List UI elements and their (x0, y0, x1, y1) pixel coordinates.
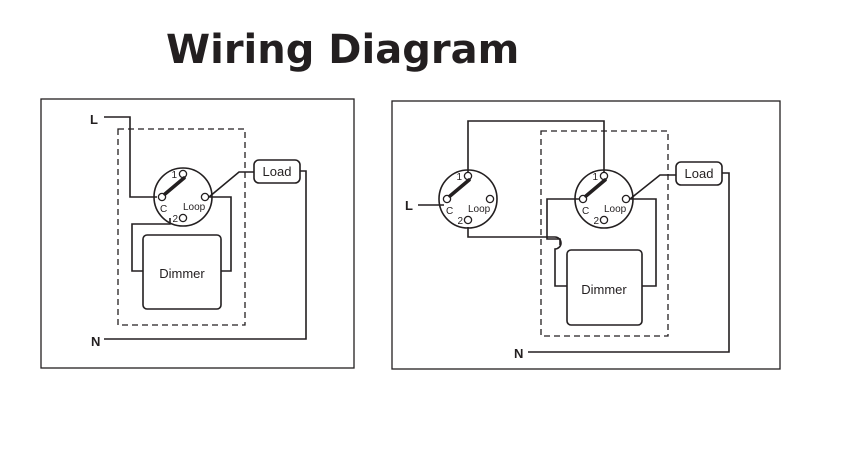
right-switch-a-terminal-2 (463, 215, 473, 225)
right-switch-b: 1 C Loop 2 (574, 169, 634, 229)
left-switch-box (117, 128, 246, 326)
left-line-wire (104, 116, 157, 198)
right-switch-a-label-loop: Loop (468, 204, 491, 215)
left-switch-label-2: 2 (172, 214, 178, 225)
right-switch-b-label-c: C (582, 206, 589, 217)
left-switch: 1 C Loop 2 (153, 167, 213, 227)
right-load-box (675, 161, 723, 186)
left-load-box (253, 159, 301, 184)
left-dimmer-feed-wire (131, 218, 171, 272)
page-title: Wiring Diagram (166, 27, 520, 73)
right-line-label: L (405, 198, 413, 213)
right-outer-frame (391, 100, 781, 370)
right-switch-b-terminal-loop (621, 194, 631, 204)
left-dimmer-loop-wire (209, 196, 232, 272)
right-load-label: Load (685, 166, 714, 181)
left-diagram: 1 C Loop 2 Load Dimmer L N (40, 98, 355, 369)
left-switch-label-c: C (160, 204, 167, 215)
right-dimmer-feed-wire (546, 198, 582, 245)
right-dimmer-loop-wire (630, 198, 657, 287)
right-load-feed-wire (629, 174, 676, 200)
left-line-label: L (90, 112, 98, 127)
right-strapper-top-wire (467, 120, 605, 175)
left-neutral-label: N (91, 334, 100, 349)
right-diagram: 1 C Loop 2 1 C Loop 2 Load Dimmer L N (391, 100, 781, 370)
left-load-label: Load (263, 164, 292, 179)
left-switch-label-loop: Loop (183, 202, 206, 213)
left-dimmer-label: Dimmer (159, 266, 205, 281)
right-switch-a-label-2: 2 (457, 216, 463, 227)
left-switch-terminal-loop (200, 192, 210, 202)
left-neutral-wire (104, 170, 307, 340)
right-switch-a-lever (448, 178, 471, 198)
right-switch-b-label-2: 2 (593, 216, 599, 227)
right-switch-a: 1 C Loop 2 (438, 169, 498, 229)
left-outer-frame (40, 98, 355, 369)
left-load-feed-wire (208, 171, 254, 198)
left-dimmer-box (142, 234, 222, 310)
right-switch-b-label-loop: Loop (604, 204, 627, 215)
right-switch-b-body (574, 169, 634, 229)
right-switch-b-terminal-2 (599, 215, 609, 225)
right-dimmer-box (566, 249, 643, 326)
right-strapper-bottom-wire (467, 227, 567, 287)
right-dimmer-label: Dimmer (581, 282, 627, 297)
left-switch-label-1: 1 (171, 170, 177, 181)
right-switch-a-label-1: 1 (456, 172, 462, 183)
left-switch-terminal-2 (178, 213, 188, 223)
right-switch-a-body (438, 169, 498, 229)
right-neutral-wire (528, 172, 730, 353)
left-switch-body (153, 167, 213, 227)
right-switch-b-lever (584, 178, 607, 198)
right-switch-a-label-c: C (446, 206, 453, 217)
left-switch-lever (163, 176, 186, 196)
right-neutral-label: N (514, 346, 523, 361)
right-switch-b-label-1: 1 (592, 172, 598, 183)
right-switch-a-terminal-loop (485, 194, 495, 204)
